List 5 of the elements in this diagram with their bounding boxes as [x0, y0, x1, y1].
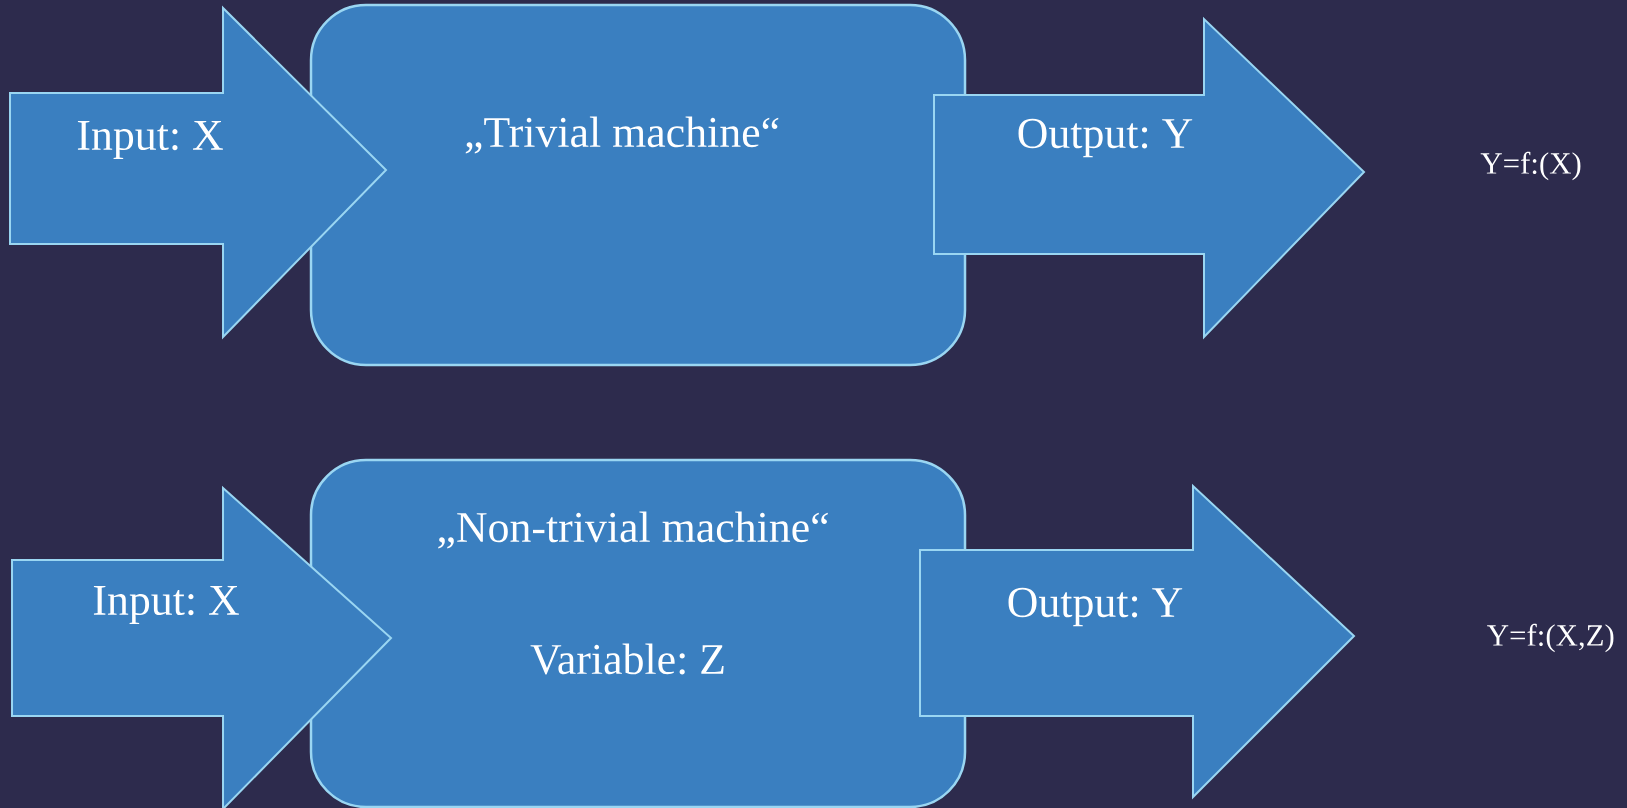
formula-text: Y=f:(X,Z) — [1487, 623, 1614, 653]
rounded-box: „Non-trivial machine“ Variable: Z — [309, 458, 967, 808]
rounded-box: „Trivial machine“ — [309, 3, 967, 367]
node-label: Input: X — [93, 585, 239, 625]
formula-text: Y=f:(X) — [1480, 151, 1581, 181]
